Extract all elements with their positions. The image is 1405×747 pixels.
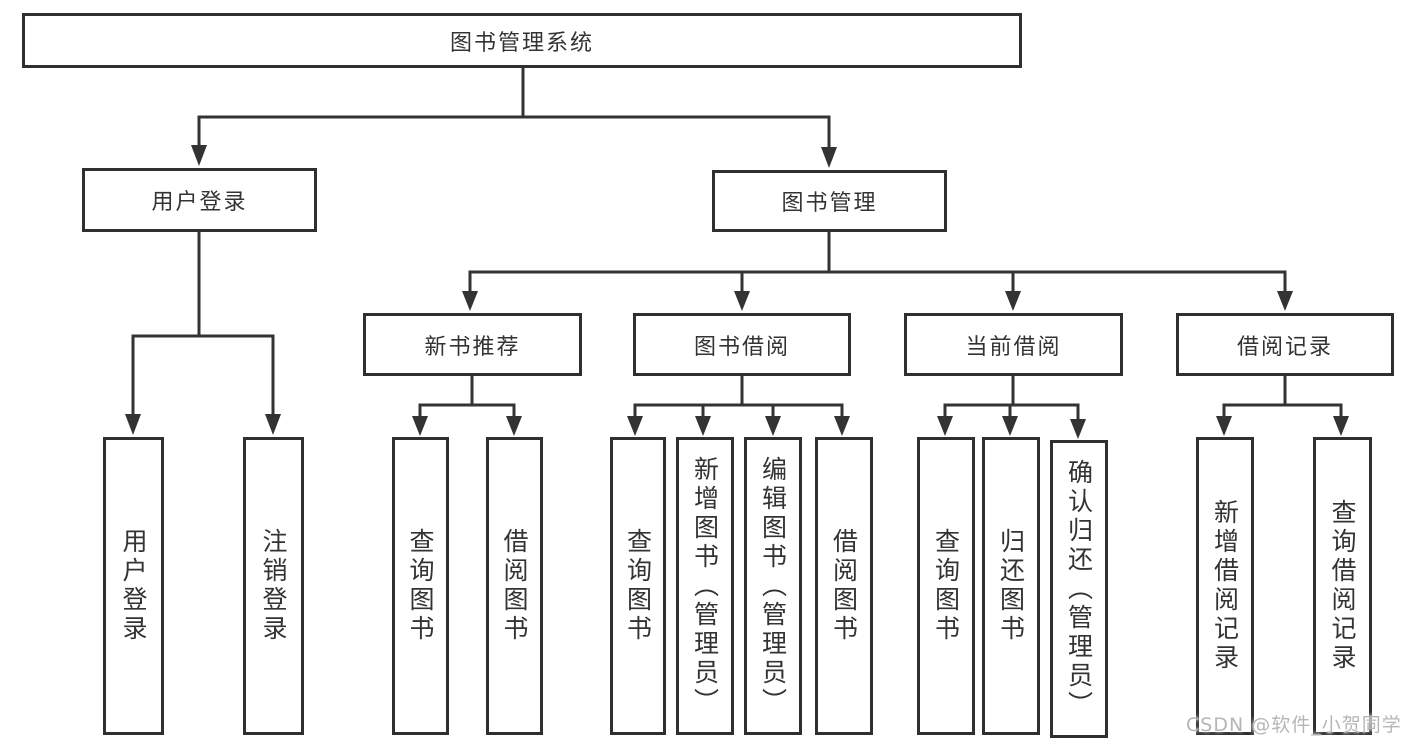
node-label: 查询图书 bbox=[931, 528, 961, 644]
connectors-book-management-to-level3 bbox=[462, 230, 1293, 311]
node-label: 当前借阅 bbox=[965, 334, 1062, 360]
node-label: 用户登录 bbox=[151, 190, 248, 215]
leaf-query-books: 查询图书 bbox=[392, 437, 449, 735]
node-library-management-system: 图书管理系统 bbox=[22, 13, 1022, 68]
leaf-edit-books-admin: 编辑图书（管理员） bbox=[744, 437, 802, 735]
leaf-query-borrow-record: 查询借阅记录 bbox=[1313, 437, 1372, 735]
leaf-logout-login: 注销登录 bbox=[243, 437, 304, 735]
node-label: 新书推荐 bbox=[424, 334, 521, 360]
node-label: 图书管理系统 bbox=[449, 30, 594, 56]
leaf-query-books: 查询图书 bbox=[917, 437, 975, 735]
leaf-user-login: 用户登录 bbox=[103, 437, 164, 735]
leaf-borrow-books: 借阅图书 bbox=[486, 437, 543, 735]
node-borrowing-records: 借阅记录 bbox=[1176, 313, 1394, 376]
node-label: 归还图书 bbox=[996, 528, 1026, 644]
node-label: 用户登录 bbox=[119, 528, 148, 644]
csdn-watermark: CSDN @软件_小贺同学 bbox=[1186, 714, 1402, 736]
connectors-current-borrowing-children bbox=[937, 374, 1086, 439]
leaf-query-books: 查询图书 bbox=[610, 437, 666, 735]
node-label: 图书管理 bbox=[781, 191, 878, 216]
node-label: 编辑图书（管理员） bbox=[758, 455, 788, 717]
node-current-borrowing: 当前借阅 bbox=[904, 313, 1123, 376]
leaf-borrow-books: 借阅图书 bbox=[815, 437, 873, 735]
node-label: 查询图书 bbox=[623, 528, 653, 644]
leaf-add-borrow-record: 新增借阅记录 bbox=[1196, 437, 1254, 735]
node-label: 图书借阅 bbox=[693, 334, 790, 360]
node-book-borrowing: 图书借阅 bbox=[633, 313, 851, 376]
connectors-book-borrowing-children bbox=[627, 374, 850, 436]
node-user-login: 用户登录 bbox=[82, 168, 317, 232]
connectors-user-login-children bbox=[125, 230, 281, 435]
node-label: 确认归还（管理员） bbox=[1064, 458, 1094, 720]
leaf-add-books-admin: 新增图书（管理员） bbox=[676, 437, 734, 735]
leaf-return-books: 归还图书 bbox=[982, 437, 1040, 735]
connectors-root-to-level2 bbox=[191, 66, 837, 168]
node-label: 注销登录 bbox=[259, 528, 288, 644]
node-book-management: 图书管理 bbox=[712, 170, 947, 232]
node-label: 查询图书 bbox=[406, 528, 435, 644]
node-label: 借阅记录 bbox=[1236, 334, 1333, 360]
connectors-borrowing-records-children bbox=[1216, 374, 1349, 436]
node-label: 借阅图书 bbox=[500, 528, 529, 644]
connectors-new-book-recommendation-children bbox=[412, 374, 522, 436]
leaf-confirm-return-admin: 确认归还（管理员） bbox=[1050, 440, 1108, 738]
node-new-book-recommendation: 新书推荐 bbox=[363, 313, 582, 376]
node-label: 新增图书（管理员） bbox=[690, 455, 720, 717]
node-label: 查询借阅记录 bbox=[1328, 499, 1357, 673]
node-label: 借阅图书 bbox=[829, 528, 859, 644]
node-label: 新增借阅记录 bbox=[1210, 499, 1240, 673]
